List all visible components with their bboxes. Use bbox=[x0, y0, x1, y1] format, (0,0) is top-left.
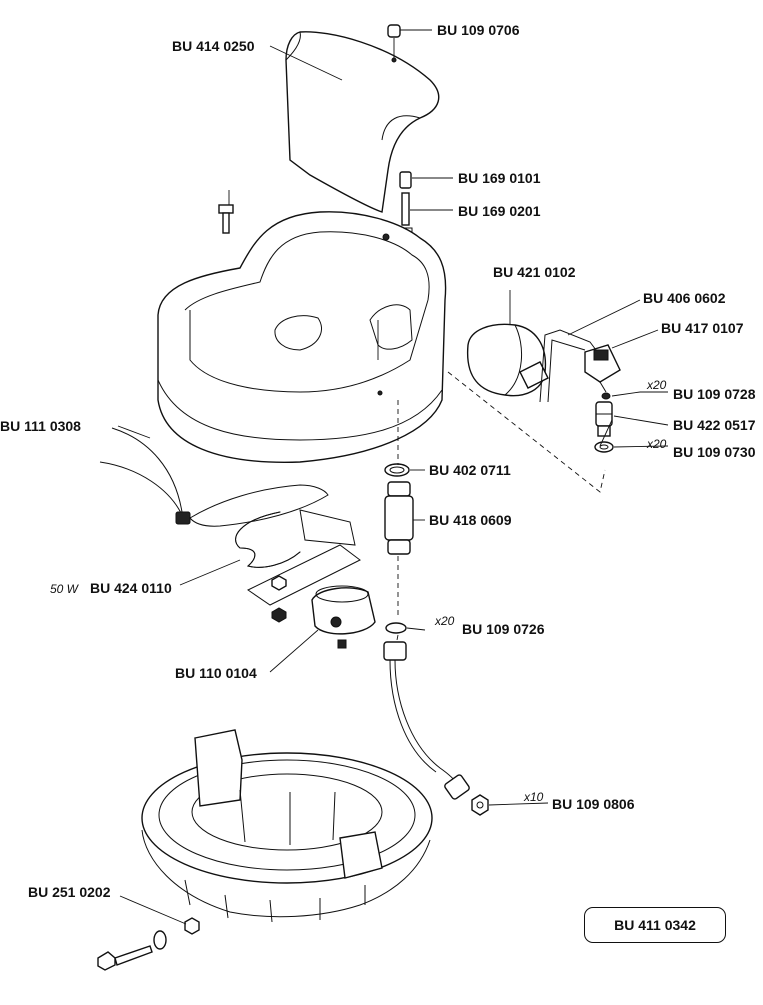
part-label-o-ring: BU 402 0711 bbox=[429, 462, 511, 478]
heater-drawing bbox=[235, 509, 361, 606]
riser-pipe-drawing bbox=[384, 481, 414, 555]
part-label-float-arm: BU 406 0602 bbox=[643, 290, 726, 306]
lid-screw-drawing bbox=[387, 24, 401, 63]
qty-label-washer-c: x20 bbox=[435, 614, 455, 628]
qty-label-heater: 50 W bbox=[50, 582, 79, 596]
hose-drawing bbox=[383, 641, 470, 800]
bowl-drawing bbox=[157, 211, 447, 463]
assembly-reference-code: BU 411 0342 bbox=[614, 917, 696, 933]
part-label-valve-body: BU 417 0107 bbox=[661, 320, 744, 336]
base-ring-drawing bbox=[141, 729, 433, 923]
part-label-valve-stem: BU 169 0201 bbox=[458, 203, 541, 219]
mount-screw-drawing bbox=[218, 190, 234, 234]
thermostat-drawing bbox=[311, 585, 376, 649]
part-label-fitting: BU 422 0517 bbox=[673, 417, 756, 433]
qty-label-washer-a: x20 bbox=[647, 378, 667, 392]
o-ring-drawing bbox=[384, 463, 410, 477]
part-label-anchor-bolt: BU 251 0202 bbox=[28, 884, 111, 900]
part-label-heater: BU 424 0110 bbox=[90, 580, 172, 596]
nut-drawing bbox=[471, 794, 489, 816]
washer-0726-drawing bbox=[385, 622, 407, 634]
lid-drawing bbox=[285, 31, 440, 213]
leader-lines bbox=[117, 29, 669, 925]
part-label-nut: BU 109 0806 bbox=[552, 796, 635, 812]
part-label-washer-a: BU 109 0728 bbox=[673, 386, 756, 402]
washer-0728-drawing bbox=[601, 392, 611, 400]
part-label-cable: BU 111 0308 bbox=[0, 418, 81, 434]
assembly-reference-box: BU 411 0342 bbox=[584, 907, 726, 943]
part-label-float: BU 421 0102 bbox=[493, 264, 576, 280]
cable-drawing bbox=[99, 427, 329, 527]
part-label-washer-b: BU 109 0730 bbox=[673, 444, 756, 460]
part-label-lid: BU 414 0250 bbox=[172, 38, 255, 54]
valve-body-drawing bbox=[584, 344, 621, 393]
float-arm-drawing bbox=[539, 329, 597, 403]
heater-nut-drawing bbox=[271, 607, 287, 623]
part-label-riser: BU 418 0609 bbox=[429, 512, 512, 528]
anchor-bolt-drawing bbox=[97, 917, 200, 971]
part-label-washer-c: BU 109 0726 bbox=[462, 621, 545, 637]
fitting-drawing bbox=[595, 401, 613, 437]
part-label-valve-cap: BU 169 0101 bbox=[458, 170, 541, 186]
part-label-lid-screw: BU 109 0706 bbox=[437, 22, 520, 38]
part-label-thermostat: BU 110 0104 bbox=[175, 665, 257, 681]
qty-label-nut: x10 bbox=[524, 790, 544, 804]
qty-label-washer-b: x20 bbox=[647, 437, 667, 451]
washer-0730-drawing bbox=[594, 441, 614, 453]
float-drawing bbox=[466, 290, 549, 397]
